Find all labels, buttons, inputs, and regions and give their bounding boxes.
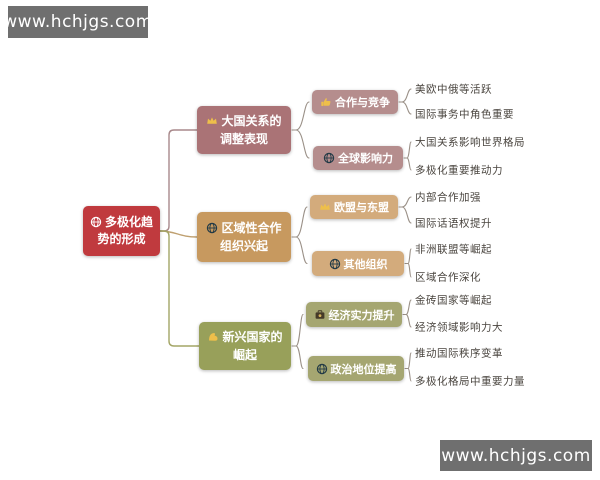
- connector-line: [295, 101, 310, 159]
- node-label: 欧盟与东盟: [334, 201, 389, 214]
- briefcase-icon: [314, 309, 326, 321]
- thumbs-up-icon: [320, 96, 332, 108]
- muscle-icon: [207, 331, 219, 343]
- branch-node[interactable]: 大国关系的调整表现: [197, 106, 291, 154]
- connector-line: [407, 248, 412, 278]
- globe-icon: [323, 152, 335, 164]
- branch-node[interactable]: 新兴国家的崛起: [199, 322, 291, 370]
- root-node[interactable]: 多极化趋势的形成: [83, 206, 160, 256]
- leaf-text[interactable]: 内部合作加强: [415, 191, 481, 204]
- leaf-text[interactable]: 多极化重要推动力: [415, 164, 503, 177]
- leaf-text[interactable]: 非洲联盟等崛起: [415, 243, 492, 256]
- crown-icon: [319, 201, 331, 213]
- node-label: 经济实力提升: [328, 308, 395, 322]
- connector-line: [401, 196, 412, 224]
- node-label: 其他组织: [343, 257, 388, 271]
- subtopic-node[interactable]: 经济实力提升: [306, 302, 402, 327]
- subtopic-node[interactable]: 政治地位提高: [308, 356, 404, 381]
- leaf-text[interactable]: 大国关系影响世界格局: [415, 136, 525, 149]
- globe-icon: [206, 222, 218, 234]
- watermark-text: www.hchjgs.com: [441, 445, 591, 466]
- leaf-text[interactable]: 国际话语权提升: [415, 217, 492, 230]
- leaf-text[interactable]: 金砖国家等崛起: [415, 294, 492, 307]
- connector-line: [295, 206, 308, 265]
- leaf-text[interactable]: 经济领域影响力大: [415, 321, 503, 334]
- leaf-text[interactable]: 国际事务中角色重要: [415, 108, 514, 121]
- globe-icon: [329, 258, 341, 270]
- leaf-text[interactable]: 多极化格局中重要力量: [415, 375, 525, 388]
- connector-line: [159, 129, 198, 232]
- subtopic-node[interactable]: 全球影响力: [313, 146, 403, 170]
- node-label: 大国关系的调整表现: [219, 114, 282, 146]
- leaf-text[interactable]: 推动国际秩序变革: [415, 347, 503, 360]
- watermark-bottom-right: www.hchjgs.com: [440, 440, 592, 471]
- node-label: 区域性合作组织兴起: [219, 221, 282, 253]
- globe-icon: [316, 363, 328, 375]
- globe-icon: [90, 216, 102, 228]
- node-label: 政治地位提高: [330, 362, 397, 376]
- subtopic-node[interactable]: 合作与竞争: [312, 90, 398, 114]
- crown-icon: [206, 115, 218, 127]
- watermark-top-left: www.hchjgs.com: [3, 6, 152, 38]
- connector-line: [401, 88, 412, 115]
- connector-line: [406, 141, 412, 171]
- leaf-text[interactable]: 区域合作深化: [415, 271, 481, 284]
- connector-line: [159, 230, 200, 347]
- node-label: 合作与竞争: [335, 96, 390, 109]
- leaf-text[interactable]: 美欧中俄等活跃: [415, 83, 492, 96]
- watermark-text: www.hchjgs.com: [3, 12, 153, 32]
- connector-line: [405, 299, 412, 328]
- connector-line: [407, 352, 412, 382]
- node-label: 多极化趋势的形成: [97, 214, 153, 246]
- node-label: 全球影响力: [338, 152, 393, 165]
- subtopic-node[interactable]: 欧盟与东盟: [310, 195, 398, 219]
- connector-line: [159, 230, 198, 238]
- connector-line: [295, 313, 304, 370]
- subtopic-node[interactable]: 其他组织: [312, 251, 404, 276]
- node-label: 新兴国家的崛起: [222, 330, 283, 362]
- branch-node[interactable]: 区域性合作组织兴起: [197, 212, 291, 262]
